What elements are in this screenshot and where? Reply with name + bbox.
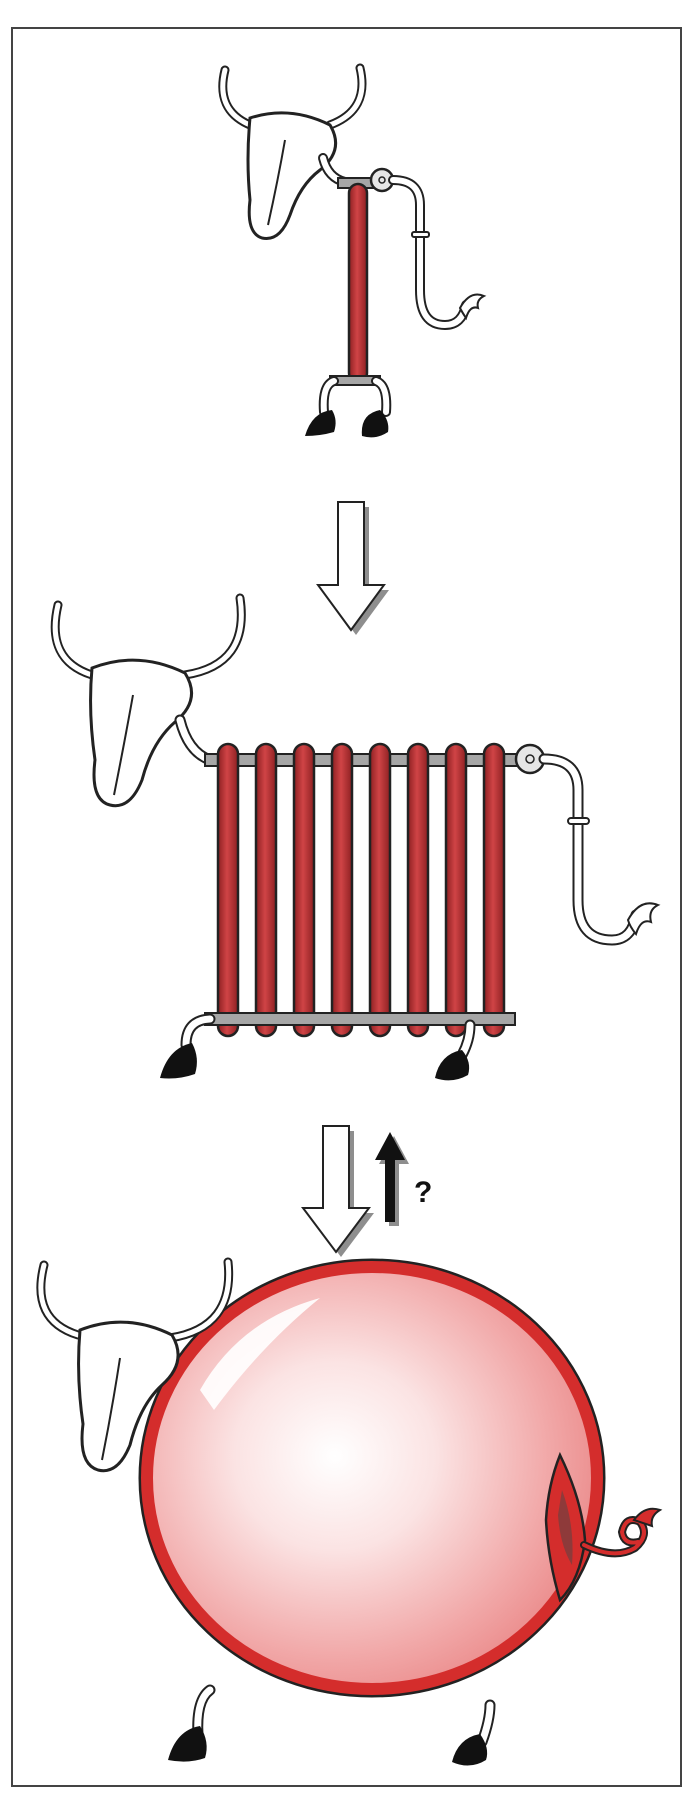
tail-tip (632, 1507, 663, 1528)
hoof-left (168, 1726, 207, 1762)
radiator-fin (330, 742, 354, 1038)
radiator-fin (368, 742, 392, 1038)
pipe-ring (567, 817, 590, 825)
radiator-fins (216, 742, 506, 1038)
tail-tuft (626, 902, 661, 937)
radiator-fin (444, 742, 468, 1038)
radiator-fin (216, 742, 240, 1038)
panel-single-fin-cow (218, 63, 487, 438)
radiator-fin (347, 182, 369, 384)
question-mark-label: ? (414, 1176, 432, 1209)
hoof-right (361, 410, 389, 438)
top-header-pipe (204, 753, 526, 767)
radiator-fin (254, 742, 278, 1038)
cow-head (77, 1320, 180, 1473)
hoof-left (160, 1043, 197, 1079)
hoof-left (305, 410, 336, 436)
balloon-rim (141, 1261, 603, 1695)
hoof-right (452, 1734, 488, 1766)
hoof-right (435, 1050, 470, 1081)
knot-shadow (558, 1490, 573, 1565)
balloon-body (138, 1258, 606, 1698)
down-arrow-1 (316, 501, 389, 635)
radiator-fin (406, 742, 430, 1038)
cow-head (89, 658, 194, 808)
cow-head (246, 111, 338, 241)
panel-balloon-cow (36, 1257, 663, 1766)
up-arrow (375, 1132, 409, 1226)
balloon-highlight (200, 1298, 320, 1410)
down-arrow-2 (301, 1125, 374, 1257)
radiator-fin (482, 742, 506, 1038)
pipe-ring (411, 231, 430, 238)
panel-multi-fin-cow (50, 593, 661, 1081)
radiator-fin (292, 742, 316, 1038)
tail-tuft (458, 293, 487, 321)
